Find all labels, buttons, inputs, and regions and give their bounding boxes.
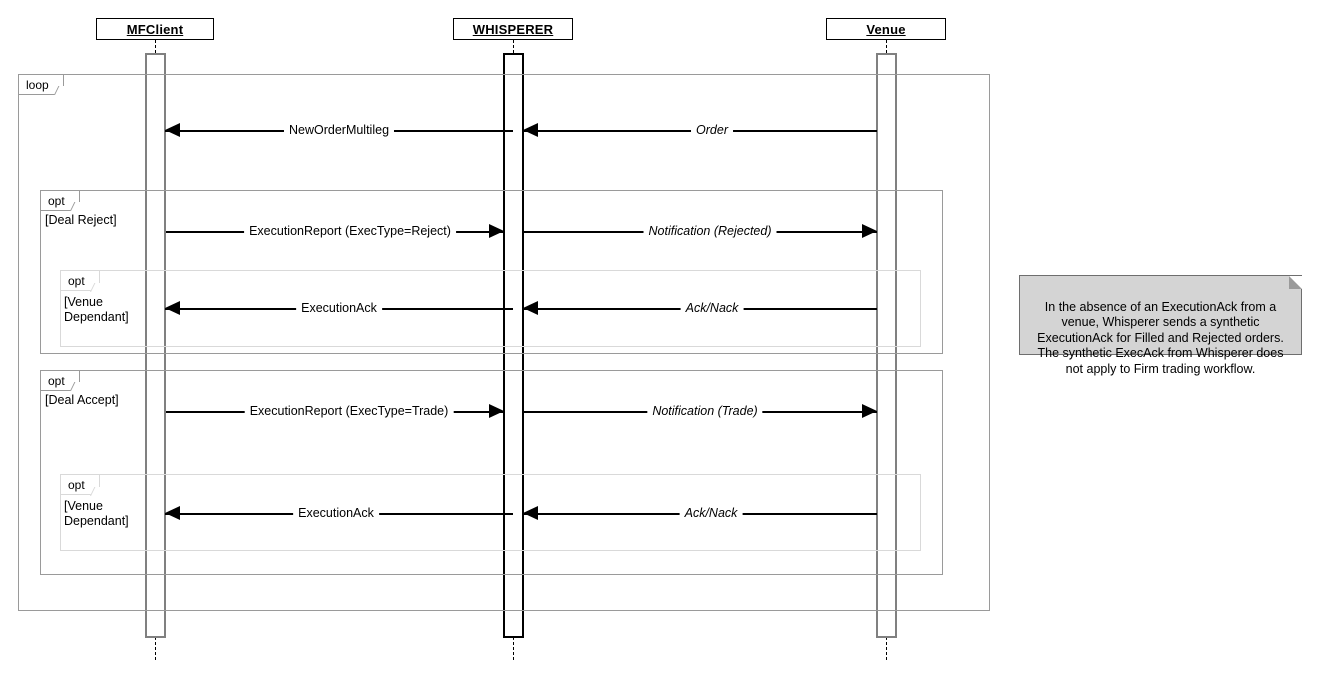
activation-bar-mfclient <box>145 53 166 638</box>
fragment-opt-deal-reject-guard: [Deal Reject] <box>45 213 117 227</box>
participant-mfclient[interactable]: MFClient <box>96 18 214 40</box>
fragment-opt-deal-reject: opt <box>40 190 943 354</box>
arrowhead-ack-nack-2 <box>523 506 538 520</box>
note-box: In the absence of an ExecutionAck from a… <box>1019 275 1302 376</box>
fragment-loop: loop <box>18 74 990 611</box>
arrowhead-execution-ack-1 <box>165 301 180 315</box>
message-label-execution-report-trade: ExecutionReport (ExecType=Trade) <box>244 404 454 418</box>
arrowhead-execution-report-reject <box>489 224 504 238</box>
arrowhead-execution-ack-2 <box>165 506 180 520</box>
arrowhead-execution-report-trade <box>489 404 504 418</box>
participant-mfclient-label: MFClient <box>126 21 184 37</box>
message-label-execution-report-reject: ExecutionReport (ExecType=Reject) <box>244 224 456 238</box>
fragment-opt-deal-reject-operator-tab: opt <box>41 191 80 211</box>
activation-bar-whisperer <box>503 53 524 638</box>
arrowhead-notification-rejected <box>862 224 877 238</box>
message-label-ack-nack-2: Ack/Nack <box>679 506 743 520</box>
note-fold-corner-icon <box>1289 276 1302 289</box>
message-label-new-order-multileg: NewOrderMultileg <box>283 123 395 137</box>
fragment-opt-venue-dependant-1: opt <box>60 270 921 347</box>
message-label-notification-rejected: Notification (Rejected) <box>643 224 777 238</box>
fragment-loop-operator-tab: loop <box>19 75 64 95</box>
fragment-opt-deal-accept-guard: [Deal Accept] <box>45 393 119 407</box>
arrowhead-ack-nack-1 <box>523 301 538 315</box>
message-label-ack-nack-1: Ack/Nack <box>680 301 744 315</box>
participant-venue[interactable]: Venue <box>826 18 946 40</box>
fragment-opt-venue-dependant-2: opt <box>60 474 921 551</box>
note-text: In the absence of an ExecutionAck from a… <box>1037 299 1284 376</box>
activation-bar-venue <box>876 53 897 638</box>
fragment-opt-deal-accept: opt <box>40 370 943 575</box>
arrowhead-new-order-multileg <box>165 123 180 137</box>
message-label-notification-trade: Notification (Trade) <box>647 404 763 418</box>
fragment-opt-deal-accept-operator-tab: opt <box>41 371 80 391</box>
fragment-opt-venue-dependant-2-guard: [Venue Dependant] <box>64 499 129 528</box>
participant-whisperer[interactable]: WHISPERER <box>453 18 573 40</box>
message-label-order: Order <box>691 123 733 137</box>
arrowhead-notification-trade <box>862 404 877 418</box>
message-label-execution-ack-1: ExecutionAck <box>296 301 382 315</box>
arrowhead-order <box>523 123 538 137</box>
fragment-opt-venue-dependant-1-operator-tab: opt <box>61 271 100 291</box>
participant-whisperer-label: WHISPERER <box>472 21 554 37</box>
fragment-opt-venue-dependant-2-operator-tab: opt <box>61 475 100 495</box>
participant-venue-label: Venue <box>866 21 906 37</box>
fragment-opt-venue-dependant-1-guard: [Venue Dependant] <box>64 295 129 324</box>
message-label-execution-ack-2: ExecutionAck <box>293 506 379 520</box>
